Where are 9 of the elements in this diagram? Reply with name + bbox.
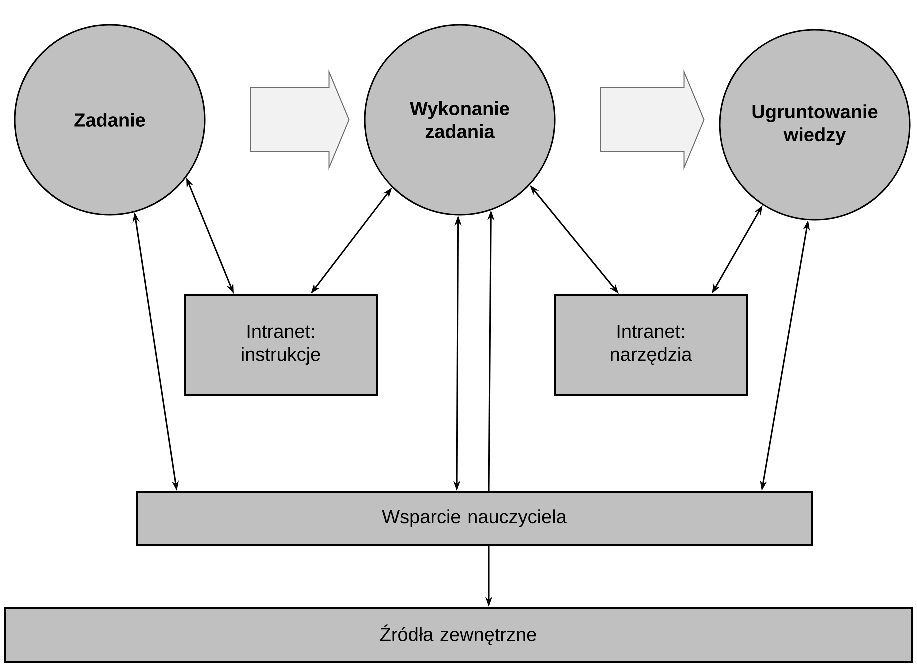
- block-arrow: [600, 70, 705, 170]
- box-node: Intranet: narzędzia: [554, 294, 748, 396]
- circle-node: Zadanie: [14, 24, 206, 216]
- box-node: Wsparcie nauczyciela: [136, 491, 813, 546]
- box-node: Intranet: instrukcje: [184, 294, 378, 396]
- block-arrow: [250, 70, 350, 170]
- box-node: Źródła zewnętrzne: [4, 607, 914, 663]
- circle-node: Ugruntowanie wiedzy: [719, 29, 911, 221]
- circle-node: Wykonanie zadania: [364, 24, 556, 216]
